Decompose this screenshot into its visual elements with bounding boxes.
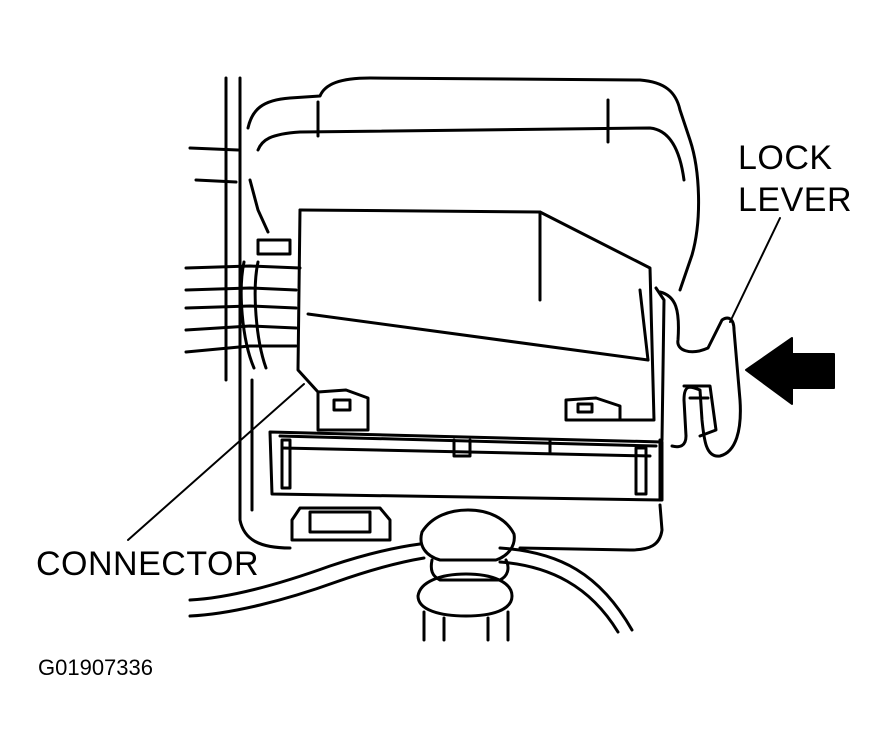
- figure-code: G01907336: [38, 655, 153, 680]
- lock-lever: [658, 290, 742, 502]
- module-housing: [238, 76, 701, 552]
- mounting-bracket: [188, 506, 634, 642]
- left-frame: [188, 76, 242, 382]
- connector-label: CONNECTOR: [36, 545, 259, 583]
- lock-lever-label-line1: LOCK: [738, 139, 833, 177]
- wire-harness: [184, 238, 302, 370]
- lock-lever-label-line2: LEVER: [738, 181, 852, 219]
- lock-lever-leader-line: [729, 217, 781, 323]
- connector-body: [268, 208, 666, 502]
- arrow-left-icon: [745, 337, 835, 405]
- connector-leader-line: [127, 383, 305, 541]
